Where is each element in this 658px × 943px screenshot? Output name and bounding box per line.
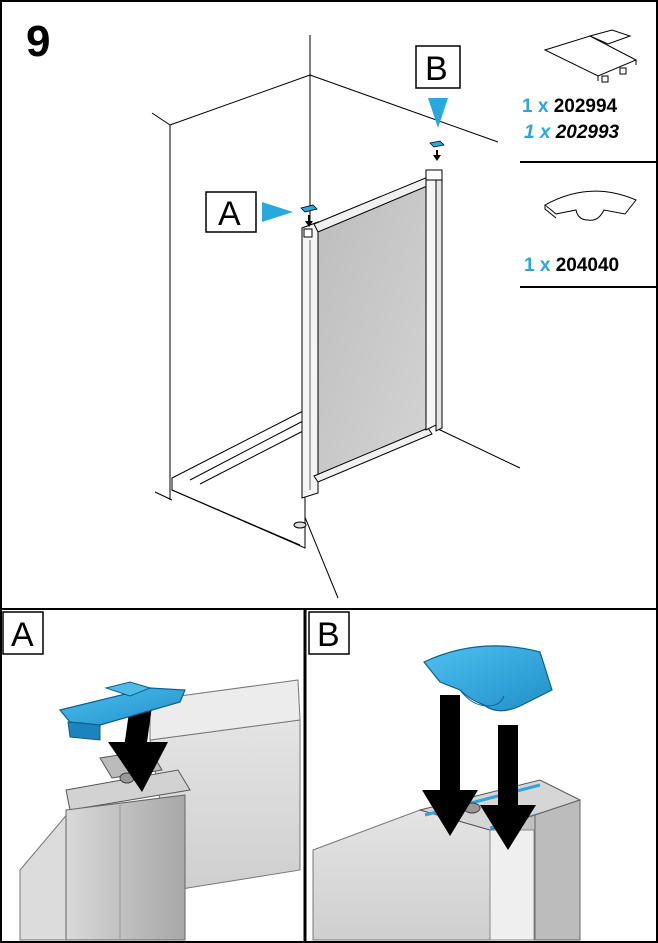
pointer-arrow-b (428, 98, 448, 128)
detail-a: A (2, 611, 301, 941)
shower-door (301, 169, 443, 499)
insert-arrow-head-b1 (422, 790, 478, 836)
insert-arrow-head-a (108, 742, 168, 792)
callout-a-label: A (218, 195, 241, 233)
detail-b-label: B (317, 616, 340, 654)
part-line-1: 1 x 202994 (522, 96, 618, 117)
detail-b: B (308, 611, 582, 941)
parts-list: 1 x 202994 1 x 202993 1 x 204040 (520, 96, 657, 288)
callout-b: B (415, 45, 461, 161)
detail-a-label: A (11, 616, 34, 654)
part-line-2: 1 x 202993 (524, 122, 620, 143)
end-cap-a (58, 681, 186, 741)
end-cap-b (423, 645, 553, 712)
callout-a: A (205, 191, 318, 233)
part-2-code: 202993 (555, 122, 620, 143)
wall-drawing (151, 35, 521, 599)
cap-b-mini (429, 140, 445, 148)
pointer-arrow-a (262, 202, 293, 222)
part-line-3: 1 x 204040 (524, 255, 619, 276)
part-3-qty: 1 x (524, 255, 551, 276)
insert-arrow-shaft-b1 (440, 695, 460, 795)
cap-a-mini (300, 204, 318, 213)
part-3-code: 204040 (556, 255, 619, 276)
callout-b-label: B (425, 50, 448, 88)
insert-arrow-head-b2 (480, 805, 536, 850)
part-2-qty: 1 x (524, 122, 552, 143)
step-number: 9 (26, 17, 50, 66)
insert-arrow-shaft-b2 (498, 725, 518, 810)
part-icon-202994 (543, 29, 638, 83)
part-1-code: 202994 (554, 96, 618, 117)
part-icon-204040 (544, 190, 637, 221)
part-1-qty: 1 x (522, 96, 549, 117)
